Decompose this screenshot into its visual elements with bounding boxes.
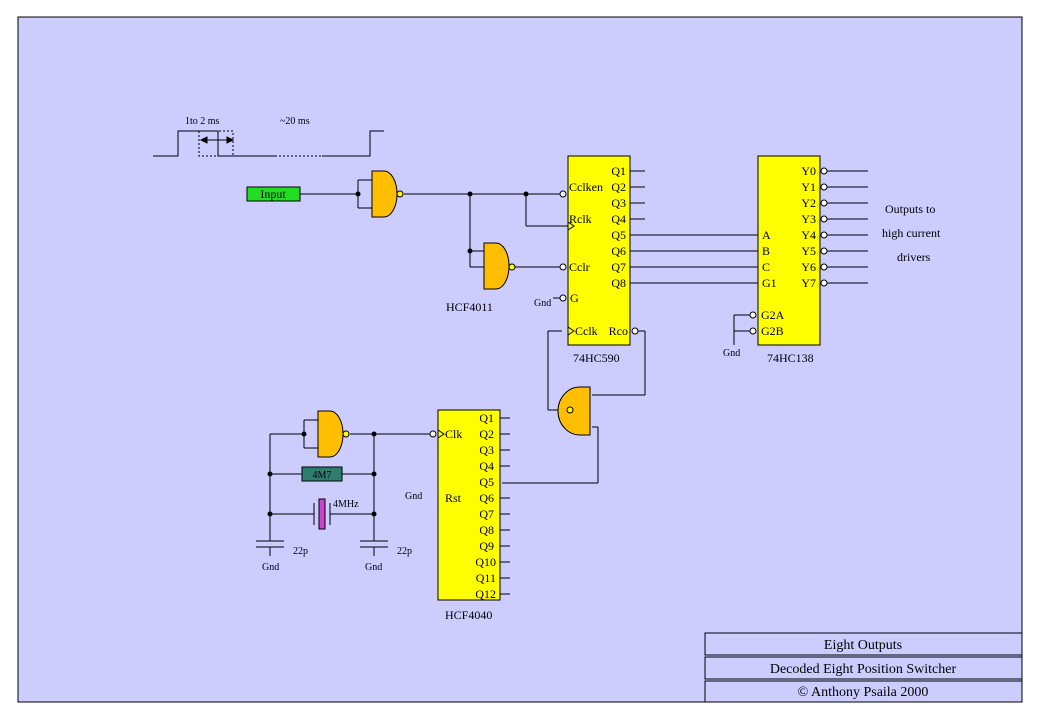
pin-c: C	[762, 260, 770, 274]
pin-g2a: G2A	[761, 308, 785, 322]
svg-text:Q1: Q1	[611, 164, 626, 178]
pin-b: B	[762, 244, 770, 258]
svg-text:Q1: Q1	[479, 411, 494, 425]
cap-right-label: 22p	[397, 546, 412, 557]
svg-text:Q2: Q2	[611, 180, 626, 194]
input-label: Input	[260, 187, 286, 201]
crystal-label: 4MHz	[333, 499, 359, 510]
gnd-cap-right: Gnd	[365, 562, 382, 573]
gnd-4040: Gnd	[405, 491, 422, 502]
svg-text:Y4: Y4	[801, 228, 816, 242]
hcf4011-label: HCF4011	[446, 300, 493, 314]
capacitor-right	[360, 540, 388, 556]
pin-rst: Rst	[445, 491, 462, 505]
svg-text:Q11: Q11	[476, 571, 496, 585]
timing-diagram	[153, 130, 384, 157]
chip-hcf4040	[437, 409, 501, 601]
svg-text:Q9: Q9	[479, 539, 494, 553]
nand-gate-input	[371, 170, 404, 218]
nand-gate-clock	[557, 386, 591, 436]
pin-rclk: Rclk	[569, 212, 592, 226]
period-label: ~20 ms	[280, 116, 310, 127]
nand-gate-oscillator	[317, 410, 350, 458]
svg-text:Y6: Y6	[801, 260, 816, 274]
svg-text:Q8: Q8	[479, 523, 494, 537]
wires	[269, 179, 758, 541]
svg-text:Y7: Y7	[801, 276, 816, 290]
chip-74hc138-label: 74HC138	[767, 351, 814, 365]
title-block	[704, 632, 1023, 703]
title-line-1: Eight Outputs	[824, 638, 902, 653]
junctions	[267, 191, 529, 517]
svg-text:Y1: Y1	[801, 180, 816, 194]
chip-hcf4040-outputs: Q1 Q2 Q3 Q4 Q5 Q6 Q7 Q8 Q9 Q10 Q11 Q12	[475, 411, 496, 601]
chip-74hc138-outputs: Y0 Y1 Y2 Y3 Y4 Y5 Y6 Y7	[801, 164, 816, 290]
pin-cclk: Cclk	[575, 324, 598, 338]
crystal-4mhz	[313, 498, 331, 530]
chip-74hc590-outputs: Q1 Q2 Q3 Q4 Q5 Q6 Q7 Q8 Rco	[609, 164, 628, 338]
svg-text:Y3: Y3	[801, 212, 816, 226]
svg-text:Y2: Y2	[801, 196, 816, 210]
title-line-2: Decoded Eight Position Switcher	[770, 662, 957, 677]
svg-text:Q5: Q5	[479, 475, 494, 489]
outputs-note-1: Outputs to	[885, 202, 935, 216]
resistor-4m7	[301, 466, 343, 482]
pin-g1: G1	[762, 276, 777, 290]
svg-text:Q5: Q5	[611, 228, 626, 242]
gnd-590: Gnd	[534, 298, 551, 309]
outputs-note-3: drivers	[897, 250, 931, 264]
svg-text:Q12: Q12	[475, 587, 496, 601]
svg-text:Q3: Q3	[611, 196, 626, 210]
svg-text:Q4: Q4	[611, 212, 626, 226]
pin-g: G	[570, 291, 579, 305]
svg-text:Y0: Y0	[801, 164, 816, 178]
svg-text:Q3: Q3	[479, 443, 494, 457]
svg-text:Rco: Rco	[609, 324, 628, 338]
chip-74hc590-label: 74HC590	[573, 351, 620, 365]
pin-clk: Clk	[445, 427, 462, 441]
svg-text:Q4: Q4	[479, 459, 494, 473]
pulse-width-label: 1to 2 ms	[185, 116, 220, 127]
resistor-label: 4M7	[313, 470, 332, 481]
sheet-background	[17, 16, 1023, 703]
chip-74hc138	[757, 155, 821, 346]
pin-a: A	[762, 228, 771, 242]
gnd-cap-left: Gnd	[262, 562, 279, 573]
svg-text:Q7: Q7	[611, 260, 626, 274]
pin-cclken: Cclken	[569, 180, 603, 194]
capacitor-left	[256, 540, 284, 556]
chip-74hc590	[567, 155, 631, 346]
chip-hcf4040-label: HCF4040	[445, 608, 492, 622]
svg-text:Y5: Y5	[801, 244, 816, 258]
svg-text:Q6: Q6	[611, 244, 626, 258]
svg-text:Q2: Q2	[479, 427, 494, 441]
cap-left-label: 22p	[293, 546, 308, 557]
svg-text:Q10: Q10	[475, 555, 496, 569]
nand-gate-reset	[483, 242, 516, 290]
outputs-note-2: high current	[882, 226, 941, 240]
svg-text:Q8: Q8	[611, 276, 626, 290]
gnd-138: Gnd	[723, 348, 740, 359]
title-line-3: © Anthony Psaila 2000	[798, 685, 929, 700]
pin-cclr: Cclr	[569, 260, 590, 274]
pin-g2b: G2B	[761, 324, 784, 338]
svg-text:Q6: Q6	[479, 491, 494, 505]
svg-text:Q7: Q7	[479, 507, 494, 521]
